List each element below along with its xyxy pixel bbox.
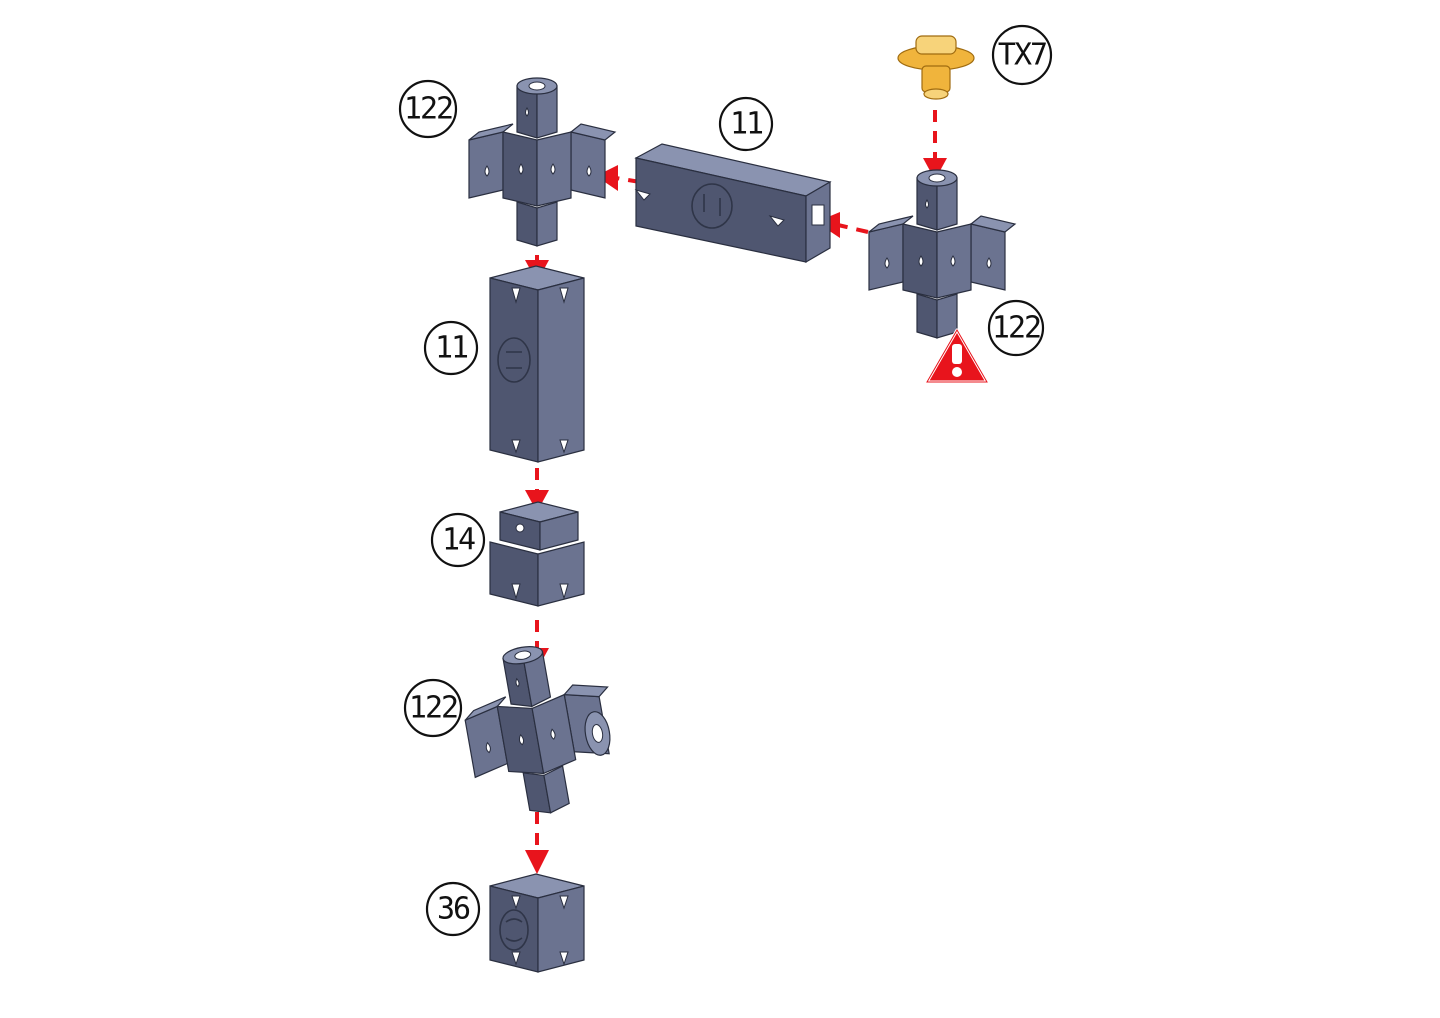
label-short-tube-text: 36 — [437, 892, 470, 927]
label-short-tube: 36 — [427, 883, 479, 935]
label-tube-vertical: 11 — [425, 322, 477, 374]
label-connector-top-left-text: 122 — [404, 92, 452, 127]
label-connector-bottom-text: 122 — [409, 691, 457, 726]
label-tube-vertical-text: 11 — [435, 331, 468, 366]
connector-bottom — [454, 634, 627, 825]
label-connector-right-text: 122 — [992, 311, 1040, 346]
short-tube — [490, 874, 584, 972]
label-tube-horizontal-text: 11 — [730, 107, 763, 142]
label-connector-top-left: 122 — [400, 81, 456, 137]
connector-top-left — [469, 78, 615, 246]
label-connector-right: 122 — [989, 301, 1043, 355]
label-tube-horizontal: 11 — [720, 98, 772, 150]
label-cap-coupler-text: 14 — [442, 523, 475, 558]
label-pin-text: TX7 — [998, 38, 1046, 73]
label-pin: TX7 — [993, 26, 1051, 84]
cap-coupler — [490, 502, 584, 606]
tube-horizontal — [636, 144, 830, 262]
pin-tx7 — [898, 36, 974, 99]
tube-vertical — [490, 266, 584, 462]
label-connector-bottom: 122 — [405, 680, 461, 736]
label-cap-coupler: 14 — [432, 514, 484, 566]
